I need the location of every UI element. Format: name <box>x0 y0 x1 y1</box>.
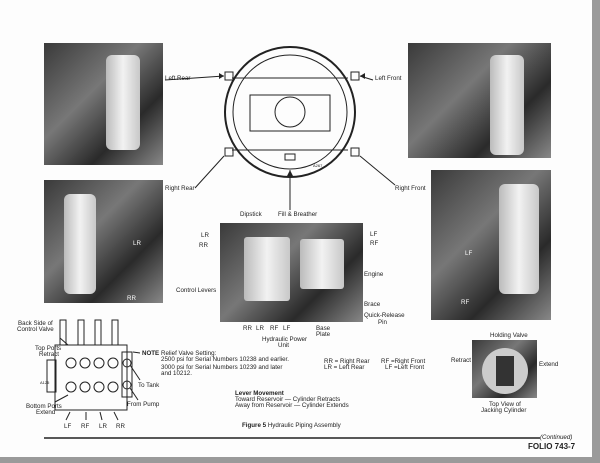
jack-extend: Extend <box>539 361 559 368</box>
valve-bottom-1: Bottom Ports <box>26 403 62 410</box>
document-page: Left Rear Left Front Right Rear Right Fr… <box>0 0 592 457</box>
label-right-rear: Right Rear <box>165 185 195 192</box>
label-pu-bottom-rf: RF <box>270 325 279 332</box>
note-line-1: Relief Valve Setting: <box>161 350 217 357</box>
label-left-rear: Left Rear <box>165 75 191 82</box>
figure-caption: Figure 5 Hydraulic Piping Assembly <box>242 422 341 429</box>
valve-lever-lr: LR <box>99 423 107 430</box>
label-pu-lr: LR <box>201 232 209 239</box>
lever-line-2: Away from Reservoir — Cylinder Extends <box>235 402 349 409</box>
note-label: NOTE <box>142 350 160 357</box>
valve-back-1: Back Side of <box>18 320 53 327</box>
label-pu-rr: RR <box>199 242 208 249</box>
note-line-3: 3000 psi for Serial Numbers 10239 and la… <box>161 364 283 371</box>
valve-lever-rf: RF <box>81 423 90 430</box>
lever-line-1: Toward Reservoir — Cylinder Retracts <box>235 396 341 403</box>
photo-right-front <box>431 170 551 320</box>
folio-number: FOLIO 743-7 <box>528 442 576 451</box>
valve-lever-rr: RR <box>116 423 125 430</box>
photo-power-unit <box>220 223 363 322</box>
label-right-front: Right Front <box>395 185 426 192</box>
legend-lr: LR = Left Rear <box>324 364 365 371</box>
photo-left-rear <box>44 43 163 165</box>
legend-rr: RR = Right Rear <box>324 358 370 365</box>
label-pin: Pin <box>378 319 387 326</box>
photo-label-lf: LF <box>465 250 473 257</box>
label-dipstick: Dipstick <box>240 211 262 218</box>
valve-back-2: Control Valve <box>17 326 54 333</box>
jack-caption-2: Jacking Cylinder <box>481 407 527 414</box>
caption-power-unit-2: Unit <box>278 342 290 349</box>
label-brace: Brace <box>364 301 381 308</box>
line-art <box>44 46 540 439</box>
jack-retract: Retract <box>451 357 471 364</box>
photo-left-front <box>408 43 551 158</box>
label-pu-bottom-lr: LR <box>256 325 264 332</box>
valve-from-pump: From Pump <box>127 401 160 408</box>
legend-lf: LF =Left Front <box>385 364 425 371</box>
photo-jacking-cylinder <box>472 340 537 398</box>
valve-code: A125 <box>40 380 50 385</box>
valve-top-1: Top Ports <box>35 345 62 352</box>
lever-title: Lever Movement <box>235 390 284 397</box>
valve-to-tank: To Tank <box>138 382 160 389</box>
photo-label-rf: RF <box>461 299 470 306</box>
photo-right-rear <box>44 180 163 303</box>
label-pu-bottom-rr: RR <box>243 325 252 332</box>
figure-title: Hydraulic Piping Assembly <box>267 422 341 429</box>
note-line-2: 2500 psi for Serial Numbers 10238 and ea… <box>161 356 289 363</box>
valve-lever-lf: LF <box>64 423 72 430</box>
label-quick-release: Quick-Release <box>364 312 405 319</box>
label-control-levers: Control Levers <box>176 287 217 294</box>
label-fill-breather: Fill & Breather <box>278 211 318 218</box>
note-line-4: and 10212. <box>161 370 192 377</box>
label-base: Base <box>316 325 331 332</box>
figure-label: Figure 5 <box>242 422 267 429</box>
continued-text: (Continued) <box>540 434 573 441</box>
photo-label-lr: LR <box>133 240 141 247</box>
label-engine: Engine <box>364 271 384 278</box>
caption-power-unit-1: Hydraulic Power <box>262 336 308 343</box>
legend-rf: RF =Right Front <box>381 358 426 365</box>
valve-top-2: Retract <box>39 351 59 358</box>
diagram-code: A267 <box>313 163 323 168</box>
jack-holding-valve: Holding Valve <box>490 332 528 339</box>
jack-caption-1: Top View of <box>489 401 521 408</box>
label-pu-bottom-lf: LF <box>283 325 291 332</box>
photo-label-rr: RR <box>127 295 136 302</box>
label-pu-lf: LF <box>370 231 378 238</box>
label-pu-rf: RF <box>370 240 379 247</box>
valve-bottom-2: Extend <box>36 409 56 416</box>
label-plate: Plate <box>316 331 331 338</box>
label-left-front: Left Front <box>375 75 402 82</box>
